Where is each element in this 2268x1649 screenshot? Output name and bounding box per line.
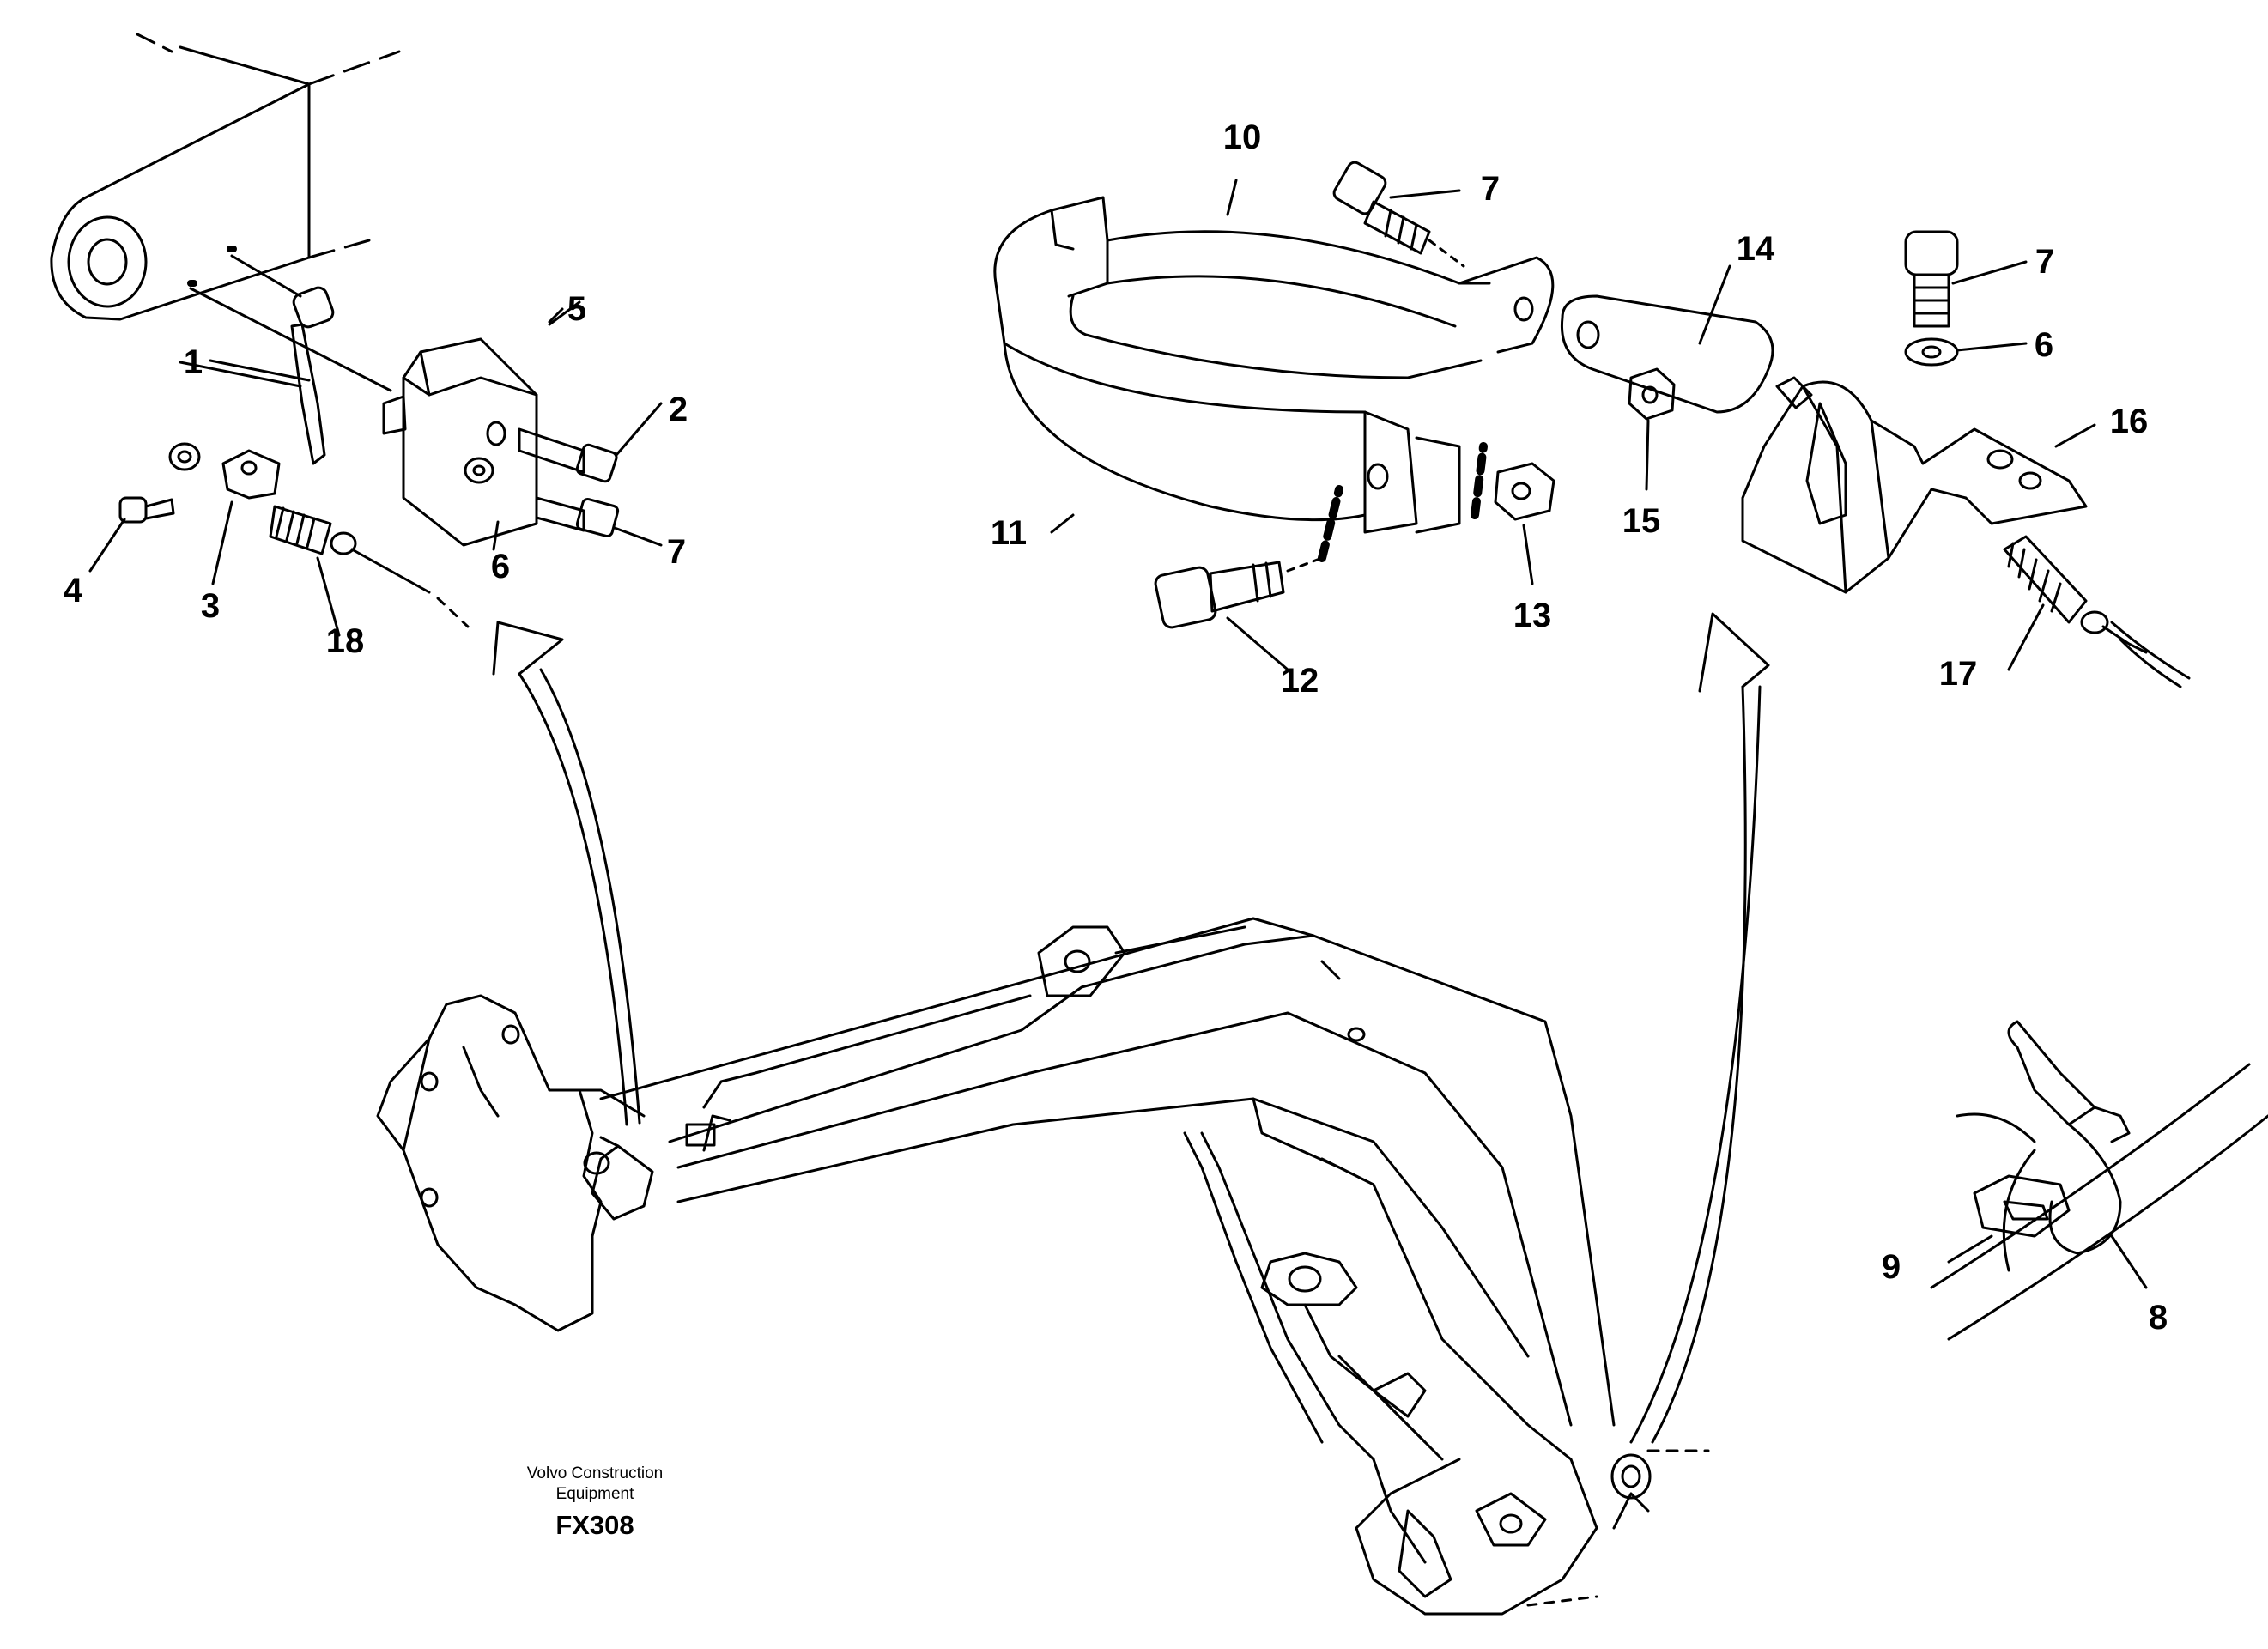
- callout-11: 11: [990, 514, 1028, 552]
- part-6-washer-right: [1904, 337, 2028, 367]
- callout-7: 7: [2035, 243, 2055, 281]
- callout-17: 17: [1938, 655, 1978, 693]
- callout-15: 15: [1622, 502, 1661, 540]
- part-3-bracket: [168, 442, 281, 585]
- part-7-bolt-middle: [1332, 161, 1465, 268]
- part-5-switch: [382, 300, 581, 547]
- part-15-nut: [1628, 367, 1676, 491]
- callout-13: 13: [1513, 597, 1552, 634]
- part-14-plate: [1560, 264, 1774, 414]
- callout-14: 14: [1736, 230, 1775, 268]
- part-13-nut: [1471, 442, 1555, 585]
- callout-6: 6: [490, 548, 511, 585]
- part-11-clamp-lower: [993, 209, 1483, 534]
- callout-3: 3: [200, 587, 221, 625]
- callout-18: 18: [325, 622, 365, 660]
- callout-2: 2: [668, 391, 688, 428]
- callout-8: 8: [2148, 1299, 2168, 1337]
- part-1-lever: [179, 254, 392, 465]
- callout-6: 6: [2034, 326, 2054, 364]
- part-6-washer-left: [464, 457, 500, 551]
- excavator-boom: [376, 917, 1710, 1616]
- part-12-bolt: [1154, 485, 1343, 671]
- callout-5: 5: [567, 290, 587, 328]
- boom-tip-outline: [50, 33, 401, 321]
- part-10-clamp-upper: [1050, 179, 1555, 354]
- part-4-screw: [88, 496, 175, 573]
- part-18-cable: [269, 505, 470, 637]
- left-curved-arrow: [492, 621, 641, 1126]
- figure-code: FX308: [555, 1510, 634, 1540]
- callout-10: 10: [1222, 118, 1262, 156]
- callout-16: 16: [2109, 403, 2149, 440]
- right-curved-arrow: [1629, 612, 1770, 1444]
- callout-9: 9: [1881, 1248, 1901, 1286]
- brand-line-1: Volvo Construction: [526, 1464, 664, 1482]
- callout-7: 7: [1480, 170, 1501, 208]
- brand-line-2: Equipment: [555, 1485, 634, 1503]
- callout-4: 4: [63, 572, 83, 609]
- cable-tie-detail: [1930, 1020, 2268, 1341]
- part-7-bolt-right: [1904, 230, 2028, 328]
- callout-7: 7: [666, 533, 687, 571]
- part-16-bracket: [1741, 376, 2096, 594]
- part-2-bolt: [518, 402, 663, 483]
- callout-12: 12: [1280, 662, 1319, 700]
- part-7-bolt-left: [535, 496, 663, 547]
- figure-caption: Volvo Construction Equipment FX308: [527, 1464, 663, 1543]
- part-17-cable: [2003, 535, 2191, 688]
- callout-1: 1: [183, 343, 203, 381]
